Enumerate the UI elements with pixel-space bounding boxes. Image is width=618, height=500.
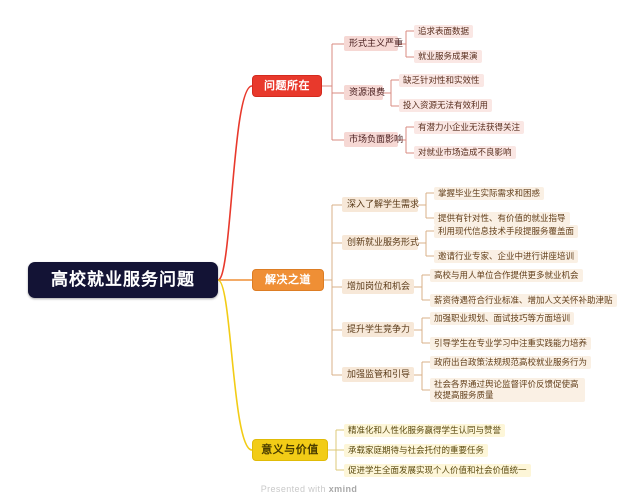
leaf-item[interactable]: 有潜力小企业无法获得关注 [414,121,525,134]
subtopic-supervision[interactable]: 加强监管和引导 [342,367,414,382]
leaf-item[interactable]: 承载家庭期待与社会托付的重要任务 [344,444,489,457]
leaf-item[interactable]: 缺乏针对性和实效性 [399,74,484,87]
leaf-item[interactable]: 引导学生在专业学习中注重实践能力培养 [430,337,592,350]
leaf-item[interactable]: 掌握毕业生实际需求和困惑 [434,187,545,200]
branch-topic-problems[interactable]: 问题所在 [252,75,322,97]
subtopic-resource-waste[interactable]: 资源浪费 [344,85,385,100]
subtopic-competitiveness[interactable]: 提升学生竞争力 [342,322,414,337]
branch-topic-value[interactable]: 意义与价值 [252,439,328,461]
watermark-prefix: Presented with [260,484,326,494]
leaf-item[interactable]: 邀请行业专家、企业中进行讲座培训 [434,250,579,263]
subtopic-market-impact[interactable]: 市场负面影响 [344,132,403,147]
watermark: Presented with xmind [0,484,618,494]
leaf-item[interactable]: 社会各界通过舆论监督评价反馈促使高校提高服务质量 [430,378,585,402]
subtopic-innovate-services[interactable]: 创新就业服务形式 [342,235,419,250]
branch-topic-solutions[interactable]: 解决之道 [252,269,324,291]
leaf-item[interactable]: 追求表面数据 [414,25,474,38]
root-topic[interactable]: 高校就业服务问题 [28,262,218,298]
subtopic-formalism[interactable]: 形式主义严重 [344,36,403,51]
leaf-item[interactable]: 投入资源无法有效利用 [399,99,493,112]
watermark-brand: xmind [328,484,358,494]
leaf-item[interactable]: 加强职业规划、面试技巧等方面培训 [430,312,575,325]
leaf-item[interactable]: 促进学生全面发展实现个人价值和社会价值统一 [344,464,531,477]
leaf-item[interactable]: 高校与用人单位合作提供更多就业机会 [430,269,583,282]
subtopic-more-positions[interactable]: 增加岗位和机会 [342,279,414,294]
leaf-item[interactable]: 对就业市场造成不良影响 [414,146,516,159]
leaf-item[interactable]: 薪资待遇符合行业标准、增加人文关怀补助津贴 [430,294,617,307]
leaf-item[interactable]: 就业服务成果演 [414,50,482,63]
leaf-item[interactable]: 提供有针对性、有价值的就业指导 [434,212,570,225]
subtopic-understand-needs[interactable]: 深入了解学生需求 [342,197,419,212]
leaf-item[interactable]: 利用现代信息技术手段提服务覆盖面 [434,225,579,238]
leaf-item[interactable]: 政府出台政策法规规范高校就业服务行为 [430,356,592,369]
leaf-item[interactable]: 精准化和人性化服务赢得学生认同与赞誉 [344,424,506,437]
